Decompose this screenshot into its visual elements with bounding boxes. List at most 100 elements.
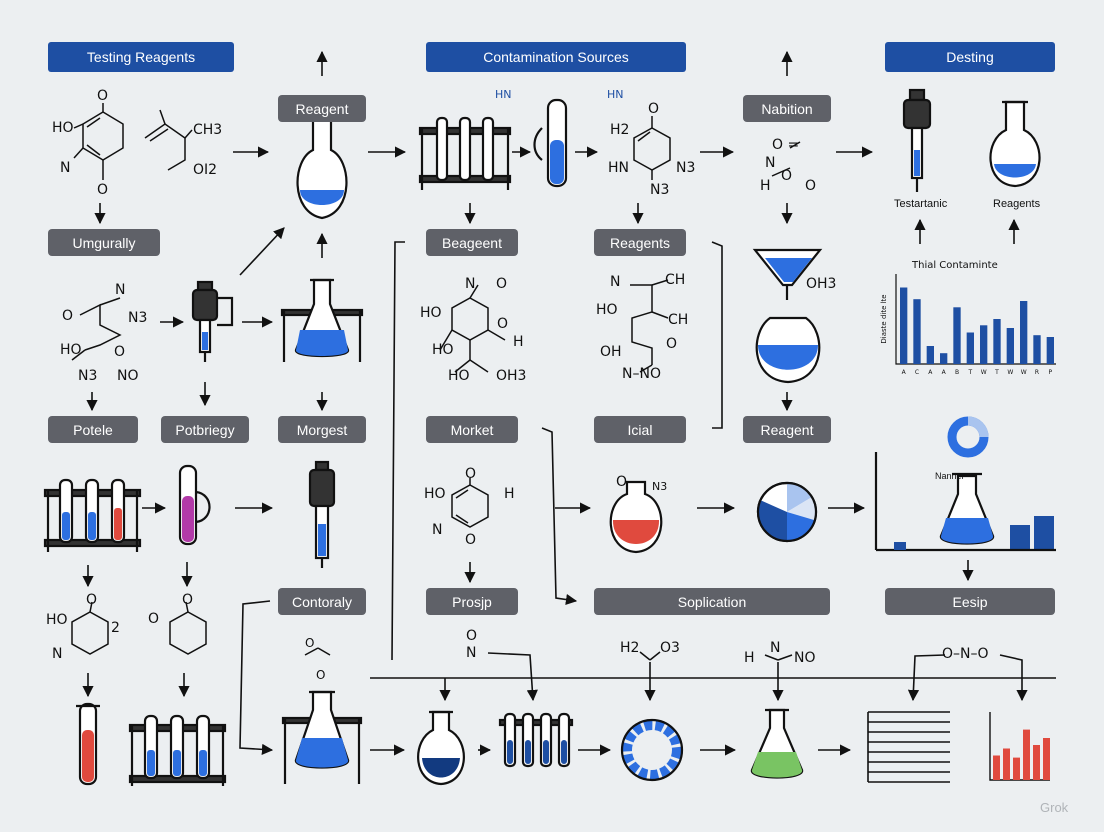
chart-tick-label: W <box>981 369 987 376</box>
chem-text: N <box>770 640 781 656</box>
mini-bars-icon <box>874 452 1056 552</box>
chain-molecule-2 <box>79 303 122 351</box>
chem-text: N3 <box>650 182 670 198</box>
chem-text: OI2 <box>193 162 218 178</box>
chem-text: O <box>781 168 793 184</box>
chem-text: HO <box>448 368 470 384</box>
chem-text: HO <box>46 612 68 628</box>
label-soplication: Soplication <box>594 588 830 615</box>
chart-bar <box>940 353 948 364</box>
chart-bar <box>966 332 974 364</box>
tube-rack-icon-2 <box>128 714 227 786</box>
watermark-text: Grok <box>1040 800 1069 815</box>
label-reagent-top: Reagent <box>278 95 366 122</box>
chem-text: O <box>805 178 817 194</box>
chart-tick-label: W <box>1007 369 1013 376</box>
green-flask-icon <box>750 708 804 779</box>
colored-tube-rack-icon <box>43 478 142 552</box>
chem-text: H <box>744 650 755 666</box>
label-eesip: Eesip <box>885 588 1055 615</box>
chem-text: N <box>466 645 477 661</box>
chem-text: O <box>182 592 194 608</box>
chem-text: O <box>465 466 477 482</box>
chem-text: N <box>610 274 621 290</box>
chem-text: O <box>497 316 509 332</box>
segmented-ring-icon <box>620 718 684 782</box>
chem-text: H2 <box>620 640 640 656</box>
chem-text: O <box>114 344 126 360</box>
chem-text: O <box>148 611 160 627</box>
chart-bar <box>1020 301 1028 364</box>
chem-text: HO <box>432 342 454 358</box>
header-contamination-sources: Contamination Sources <box>426 42 686 72</box>
chem-text: HO <box>60 342 82 358</box>
chem-text: O = <box>772 137 800 153</box>
chem-text: H <box>504 486 515 502</box>
chart-bar <box>993 755 1000 780</box>
erlenmeyer-flask-icon <box>939 472 995 545</box>
chem-text: CH <box>665 272 686 288</box>
chem-text: O <box>648 101 660 117</box>
donut-icon <box>947 416 989 458</box>
ring-molecule-6 <box>169 611 207 655</box>
red-test-tube-icon <box>76 702 100 786</box>
chart-tick-label: A <box>942 369 947 376</box>
chem-text: O <box>305 636 315 650</box>
chem-text: CH3 <box>193 122 223 138</box>
header-desting: Desting <box>885 42 1055 72</box>
pipette-icon-2 <box>191 280 234 362</box>
chart-tick-label: T <box>967 369 972 376</box>
chem-text: O <box>62 308 74 324</box>
test-tube-icon <box>533 98 568 188</box>
chem-text: N <box>765 155 776 171</box>
chem-text: O–N–O <box>942 646 989 662</box>
chem-text: N3 <box>78 368 98 384</box>
chart-bar <box>1013 757 1020 780</box>
caption-nanner: Nanner <box>935 471 965 481</box>
chem-text: HN <box>495 88 512 101</box>
chem-text: H <box>760 178 771 194</box>
chart-tick-label: W <box>1021 369 1027 376</box>
header-testing-reagents: Testing Reagents <box>48 42 234 72</box>
chart-bar <box>1003 748 1010 780</box>
test-tube-rack-icon <box>418 116 512 190</box>
chem-text: 2 <box>111 620 120 636</box>
ring-molecule-5 <box>71 611 109 655</box>
chart-bar <box>1043 738 1050 780</box>
tube-rack-icon-3 <box>498 712 574 768</box>
label-beageent: Beageent <box>426 229 518 256</box>
chart-tick-label: A <box>928 369 933 376</box>
label-icial: Icial <box>594 416 686 443</box>
chem-text: O <box>496 276 508 292</box>
pie-chart-icon <box>756 481 818 543</box>
beaker-round-icon <box>755 316 821 384</box>
chart-bar <box>1046 337 1054 364</box>
chem-text: O <box>86 592 98 608</box>
label-umgurally: Umgurally <box>48 229 160 256</box>
label-morket: Morket <box>426 416 518 443</box>
label-potele: Potele <box>48 416 138 443</box>
chart-bar <box>926 346 934 364</box>
red-flask-icon <box>609 480 663 554</box>
chart-tick-label: C <box>915 369 919 376</box>
chart-tick-label: T <box>994 369 999 376</box>
chem-text: O <box>97 182 109 198</box>
ring-molecule-4 <box>451 484 489 528</box>
label-potbriegy: Potbriegy <box>161 416 249 443</box>
chem-text: O <box>97 88 109 104</box>
chem-text: OH3 <box>806 276 837 292</box>
chem-text: H <box>513 334 524 350</box>
chart-bar <box>980 325 988 364</box>
chart-tick-label: B <box>955 369 959 376</box>
chem-text: O <box>616 474 628 490</box>
chem-text: HN <box>607 88 624 101</box>
chart-bar <box>993 319 1001 364</box>
chem-text: N3 <box>676 160 696 176</box>
dark-round-flask-icon <box>417 710 465 786</box>
chart-bar <box>1023 729 1030 780</box>
chart-tick-label: R <box>1035 369 1039 376</box>
flask-stand-icon-2 <box>281 690 363 784</box>
